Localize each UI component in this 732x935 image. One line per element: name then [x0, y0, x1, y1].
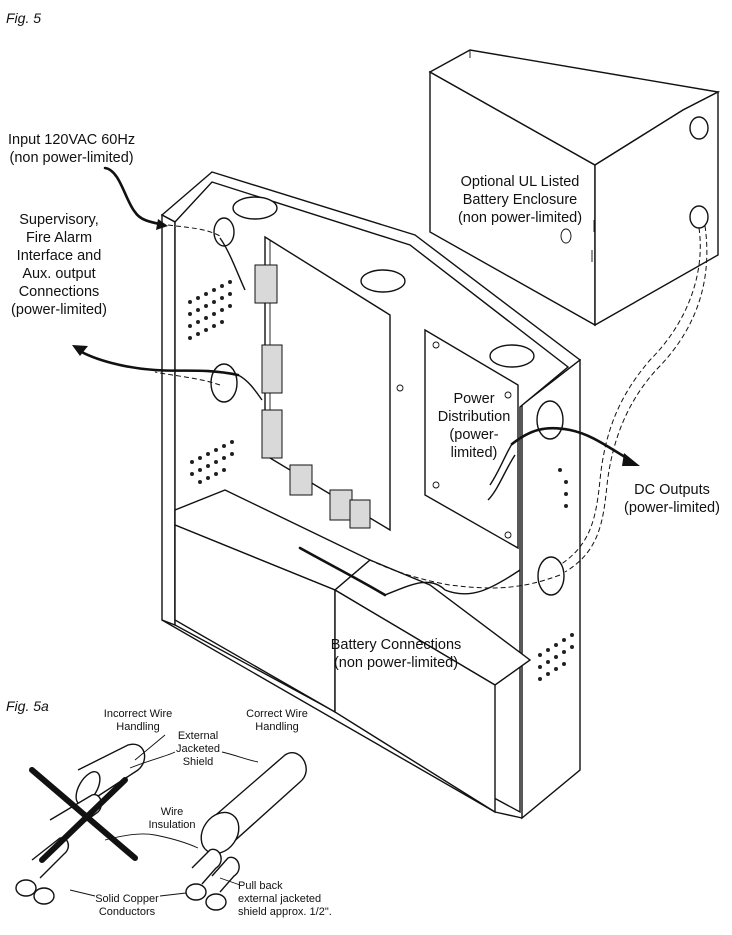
external-shield-line-1: External — [177, 730, 219, 742]
wiring-routes — [72, 166, 708, 597]
external-shield-label: External Jacketed Shield — [172, 730, 224, 769]
incorrect-wire — [15, 743, 146, 905]
incorrect-x-mark — [29, 767, 138, 861]
input-power-line-2: (non power-limited) — [9, 150, 134, 166]
external-shield-line-2: Jacketed — [175, 743, 221, 755]
battery-connections-line-2: (non power-limited) — [333, 655, 459, 671]
external-shield-line-3: Shield — [182, 756, 214, 768]
dc-outputs-label: DC Outputs (power-limited) — [620, 481, 724, 517]
pull-back-line-3: shield approx. 1/2". — [238, 906, 332, 918]
correct-wire-label: Correct Wire Handling — [240, 708, 314, 734]
battery-enclosure-line-1: Optional UL Listed — [460, 174, 580, 190]
batteries — [174, 489, 532, 814]
pull-back-label: Pull back external jacketed shield appro… — [238, 880, 332, 919]
figure-5-title: Fig. 5 — [6, 10, 42, 26]
incorrect-wire-line-1: Incorrect Wire — [103, 708, 173, 720]
correct-wire — [185, 752, 307, 911]
incorrect-wire-label: Incorrect Wire Handling — [96, 708, 180, 734]
power-supply-enclosure — [160, 171, 582, 820]
solid-copper-line-2: Conductors — [98, 906, 156, 918]
solid-copper-line-1: Solid Copper — [95, 893, 159, 905]
supervisory-label: Supervisory, Fire Alarm Interface and Au… — [4, 211, 114, 319]
power-distribution-line-1: Power — [453, 391, 495, 407]
battery-enclosure-label: Optional UL Listed Battery Enclosure (no… — [444, 173, 596, 227]
battery-connections-label: Battery Connections (non power-limited) — [328, 636, 464, 672]
input-power-label: Input 120VAC 60Hz (non power-limited) — [8, 131, 135, 167]
input-power-line-1: Input 120VAC 60Hz — [8, 132, 136, 148]
solid-copper-label: Solid Copper Conductors — [90, 893, 164, 919]
power-distribution-line-2: Distribution — [437, 409, 511, 425]
vent-holes — [188, 280, 574, 681]
battery-enclosure-line-2: Battery Enclosure — [462, 192, 578, 208]
power-distribution-line-3: (power- — [449, 427, 499, 443]
wire-insulation-line-2: Insulation — [148, 819, 196, 831]
supervisory-line-1: Supervisory, — [19, 212, 99, 228]
supervisory-line-6: (power-limited) — [11, 302, 107, 318]
figure-5a-title: Fig. 5a — [6, 698, 49, 714]
battery-enclosure-line-3: (non power-limited) — [457, 210, 583, 226]
pull-back-line-1: Pull back — [238, 880, 283, 892]
terminal-blocks — [254, 264, 371, 529]
supervisory-line-3: Interface and — [16, 248, 102, 264]
wire-handling-illustration — [15, 734, 307, 911]
battery-enclosure-box — [428, 49, 721, 327]
pull-back-line-2: external jacketed — [238, 893, 322, 905]
dc-outputs-line-1: DC Outputs — [634, 482, 710, 498]
correct-wire-line-2: Handling — [255, 721, 299, 733]
incorrect-wire-line-2: Handling — [116, 721, 160, 733]
battery-connections-line-1: Battery Connections — [330, 637, 462, 653]
supervisory-line-5: Connections — [18, 284, 100, 300]
power-distribution-label: Power Distribution (power- limited) — [431, 390, 517, 462]
wire-insulation-line-1: Wire — [160, 806, 184, 818]
supervisory-line-2: Fire Alarm — [25, 230, 93, 246]
correct-wire-line-1: Correct Wire — [246, 708, 308, 720]
wire-insulation-label: Wire Insulation — [147, 806, 197, 832]
supervisory-line-4: Aux. output — [22, 266, 96, 282]
dc-outputs-line-2: (power-limited) — [624, 500, 720, 516]
power-distribution-line-4: limited) — [450, 445, 498, 461]
